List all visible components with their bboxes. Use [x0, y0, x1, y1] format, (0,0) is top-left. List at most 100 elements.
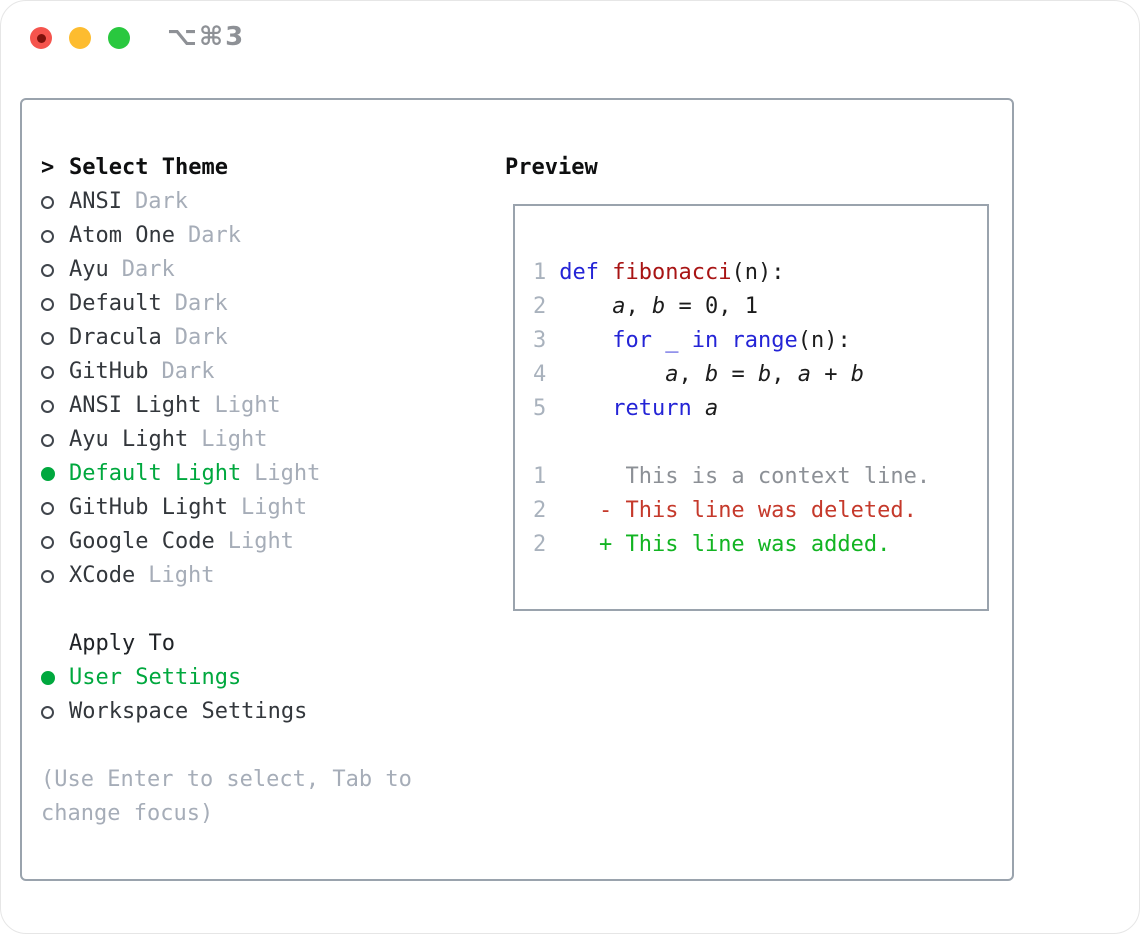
code-line [533, 426, 987, 460]
theme-variant-label: Light [201, 427, 268, 452]
theme-option[interactable]: Default Light Light [41, 457, 471, 491]
radio-icon [41, 297, 69, 311]
line-number: 2 [533, 532, 547, 557]
theme-name: ANSI Light [69, 393, 202, 418]
line-content: for _ in range(n): [612, 328, 851, 353]
line-number: 1 [533, 260, 547, 285]
theme-variant-label: Dark [174, 325, 228, 350]
line-number: 2 [533, 294, 547, 319]
theme-variant-label: Light [254, 461, 321, 486]
radio-icon [41, 535, 69, 549]
radio-icon [41, 501, 69, 515]
apply-to-option[interactable]: Workspace Settings [41, 695, 471, 729]
line-content: a, b = b, a + b [665, 362, 864, 387]
line-content: + This line was added. [559, 532, 891, 557]
theme-variant-label: Dark [174, 291, 228, 316]
spacer [41, 593, 471, 627]
theme-name: Ayu Light [69, 427, 189, 452]
radio-icon [41, 263, 69, 277]
code-line: 1 def fibonacci(n): [533, 256, 987, 290]
line-content: def fibonacci(n): [559, 260, 785, 285]
radio-icon [41, 365, 69, 379]
theme-option[interactable]: GitHub Dark [41, 355, 471, 389]
line-number: 2 [533, 498, 547, 523]
radio-selected-icon [41, 671, 69, 685]
line-number: 5 [533, 396, 547, 421]
close-button[interactable] [30, 27, 52, 49]
theme-option[interactable]: Atom One Dark [41, 219, 471, 253]
line-number: 3 [533, 328, 547, 353]
theme-option[interactable]: Default Dark [41, 287, 471, 321]
apply-to-option-label: Workspace Settings [69, 699, 308, 724]
theme-variant-label: Dark [161, 359, 215, 384]
spacer [41, 729, 471, 763]
code-line: 1 This is a context line. [533, 460, 987, 494]
line-content: a, b = 0, 1 [612, 294, 758, 319]
focus-marker: > [41, 155, 55, 180]
preview-title: Preview [505, 155, 598, 180]
maximize-button[interactable] [108, 27, 130, 49]
radio-icon [41, 705, 69, 719]
theme-name: GitHub Light [69, 495, 228, 520]
theme-option[interactable]: GitHub Light Light [41, 491, 471, 525]
theme-name: GitHub [69, 359, 149, 384]
theme-variant-label: Dark [187, 223, 241, 248]
apply-to-header: Apply To [41, 627, 471, 661]
traffic-lights [30, 27, 130, 49]
line-content: This is a context line. [559, 464, 931, 489]
radio-icon [41, 433, 69, 447]
radio-icon [41, 331, 69, 345]
code-line: 2 a, b = 0, 1 [533, 290, 987, 324]
theme-name: Dracula [69, 325, 162, 350]
theme-option[interactable]: Google Code Light [41, 525, 471, 559]
code-line: 2 + This line was added. [533, 528, 987, 562]
theme-option[interactable]: XCode Light [41, 559, 471, 593]
line-number: 1 [533, 464, 547, 489]
theme-name: XCode [69, 563, 136, 588]
theme-name: ANSI [69, 189, 122, 214]
theme-variant-label: Light [240, 495, 308, 520]
theme-name: Atom One [69, 223, 175, 248]
theme-name: Google Code [69, 529, 215, 554]
theme-name: Default [69, 291, 162, 316]
apply-to-option-label: User Settings [69, 665, 242, 690]
theme-name: Default Light [69, 461, 242, 486]
code-line: 3 for _ in range(n): [533, 324, 987, 358]
radio-selected-icon [41, 467, 69, 481]
apply-to-option[interactable]: User Settings [41, 661, 471, 695]
line-content: return a [612, 396, 719, 421]
line-number [533, 426, 546, 460]
select-theme-title: Select Theme [69, 155, 228, 180]
line-content: - This line was deleted. [559, 498, 917, 523]
theme-option[interactable]: Ayu Light Light [41, 423, 471, 457]
theme-option[interactable]: ANSI Dark [41, 185, 471, 219]
radio-icon [41, 569, 69, 583]
help-text: (Use Enter to select, Tab to change focu… [41, 767, 412, 826]
select-theme-header: > Select Theme [41, 151, 471, 185]
code-line: 5 return a [533, 392, 987, 426]
apply-to-title: Apply To [69, 631, 175, 656]
theme-option[interactable]: Dracula Dark [41, 321, 471, 355]
radio-icon [41, 195, 69, 209]
code-line: 4 a, b = b, a + b [533, 358, 987, 392]
theme-variant-label: Dark [134, 189, 188, 214]
theme-option[interactable]: ANSI Light Light [41, 389, 471, 423]
radio-icon [41, 229, 69, 243]
line-number: 4 [533, 362, 547, 387]
radio-icon [41, 399, 69, 413]
theme-variant-label: Light [214, 393, 281, 418]
code-line: 2 - This line was deleted. [533, 494, 987, 528]
window-title: ⌥⌘3 [167, 22, 246, 52]
theme-variant-label: Light [227, 529, 294, 554]
theme-variant-label: Light [148, 563, 215, 588]
theme-name: Ayu [69, 257, 109, 282]
minimize-button[interactable] [69, 27, 91, 49]
